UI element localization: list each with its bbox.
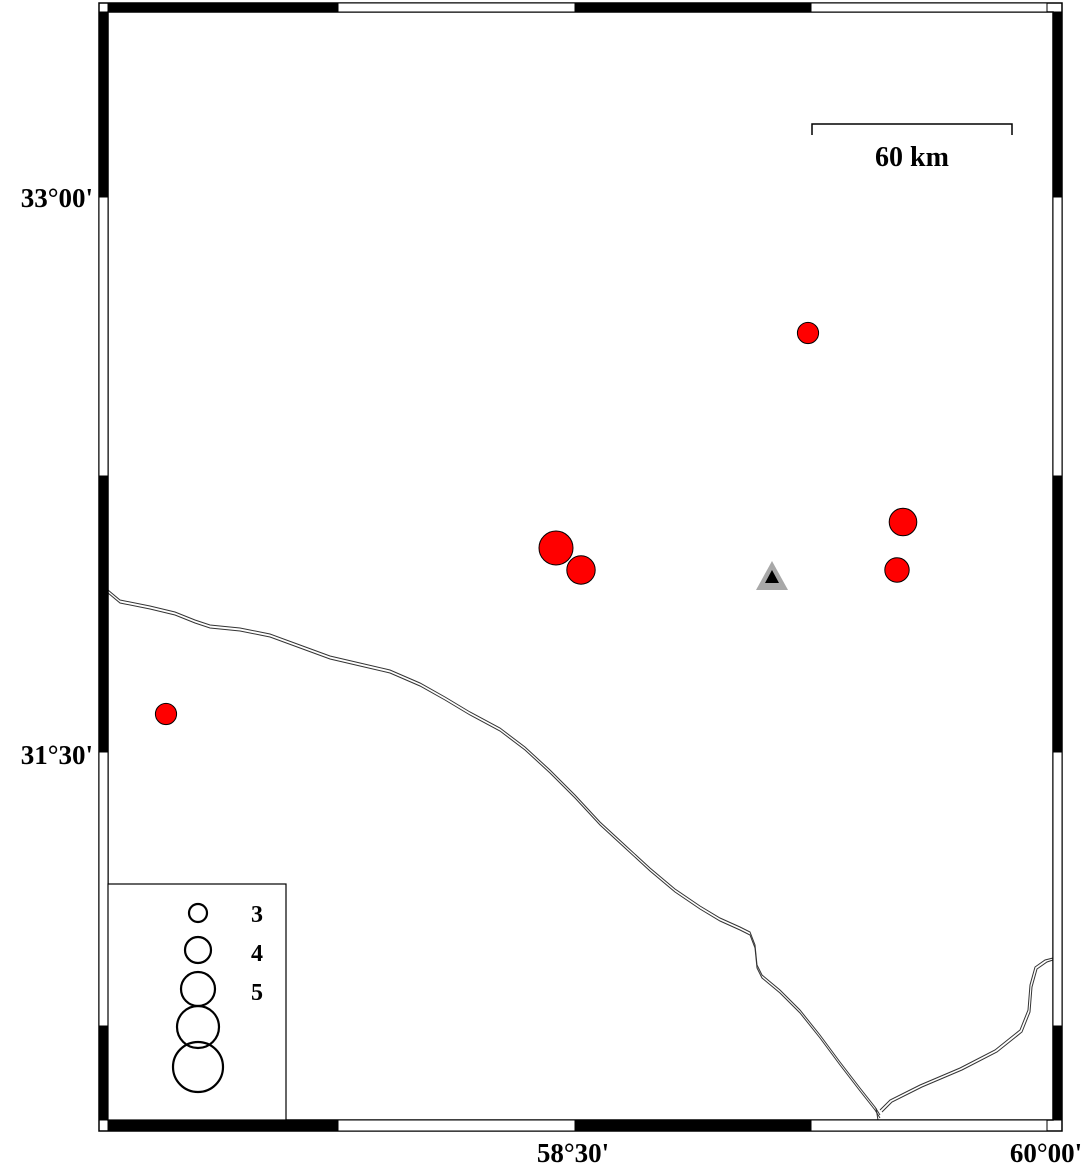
earthquake-event-icon bbox=[884, 557, 910, 583]
frame-segment bbox=[107, 1119, 339, 1132]
legend-label: 5 bbox=[251, 980, 263, 1006]
frame-segment bbox=[1052, 196, 1063, 477]
earthquake-event-icon bbox=[538, 530, 574, 566]
frame-segment bbox=[1052, 751, 1063, 1027]
legend-label: 4 bbox=[251, 941, 263, 967]
legend-symbols bbox=[171, 902, 225, 1094]
boundary-line-upper bbox=[107, 589, 881, 1116]
legend-circle-icon bbox=[171, 1040, 225, 1094]
station-marker bbox=[756, 561, 788, 590]
earthquake-event-icon bbox=[888, 507, 918, 537]
frame-segment bbox=[337, 2, 576, 13]
frame-segment bbox=[810, 1119, 1048, 1132]
frame-segment bbox=[98, 751, 109, 1027]
legend-label: 3 bbox=[251, 902, 263, 928]
earthquake-event-icon bbox=[566, 555, 596, 585]
frame-segment bbox=[98, 11, 109, 198]
boundary-line-south bbox=[875, 1107, 879, 1121]
map-frame bbox=[98, 2, 1063, 1132]
frame-segment bbox=[98, 196, 109, 477]
legend-circle-icon bbox=[187, 902, 209, 924]
frame-segment bbox=[107, 2, 339, 13]
frame-segment bbox=[1052, 475, 1063, 753]
frame-segment bbox=[810, 2, 1048, 13]
scale-bar-line bbox=[811, 123, 1013, 135]
frame-segment bbox=[574, 1119, 812, 1132]
lon-labels: 58°30' 60°00' bbox=[537, 1138, 1082, 1168]
event-markers bbox=[154, 321, 918, 726]
frame-segment bbox=[337, 1119, 576, 1132]
lon-label: 58°30' bbox=[537, 1138, 609, 1168]
scale-bar: 60 km bbox=[811, 123, 1013, 173]
legend-circle-icon bbox=[175, 1004, 221, 1050]
frame-segment bbox=[1052, 11, 1063, 198]
earthquake-event-icon bbox=[796, 321, 820, 345]
boundary-lines bbox=[107, 589, 1054, 1121]
boundary-line-upper-offset bbox=[107, 592, 881, 1119]
lat-labels: 33°00' 31°30' bbox=[21, 183, 93, 770]
legend-box bbox=[107, 883, 287, 1121]
lat-label: 31°30' bbox=[21, 740, 93, 770]
boundary-line-east-offset bbox=[881, 959, 1054, 1113]
frame-segment bbox=[574, 2, 812, 13]
lon-label: 60°00' bbox=[1010, 1138, 1082, 1168]
frame-segment bbox=[98, 1025, 109, 1121]
frame-segment bbox=[98, 475, 109, 753]
lat-label: 33°00' bbox=[21, 183, 93, 213]
frame-segment bbox=[1052, 1025, 1063, 1121]
scale-bar-label: 60 km bbox=[875, 142, 949, 173]
triangle-icon-inner bbox=[765, 570, 779, 583]
magnitude-legend: 3 4 5 bbox=[107, 883, 287, 1121]
boundary-line-east bbox=[879, 957, 1054, 1111]
earthquake-event-icon bbox=[154, 702, 178, 726]
legend-circle-icon bbox=[183, 935, 213, 965]
